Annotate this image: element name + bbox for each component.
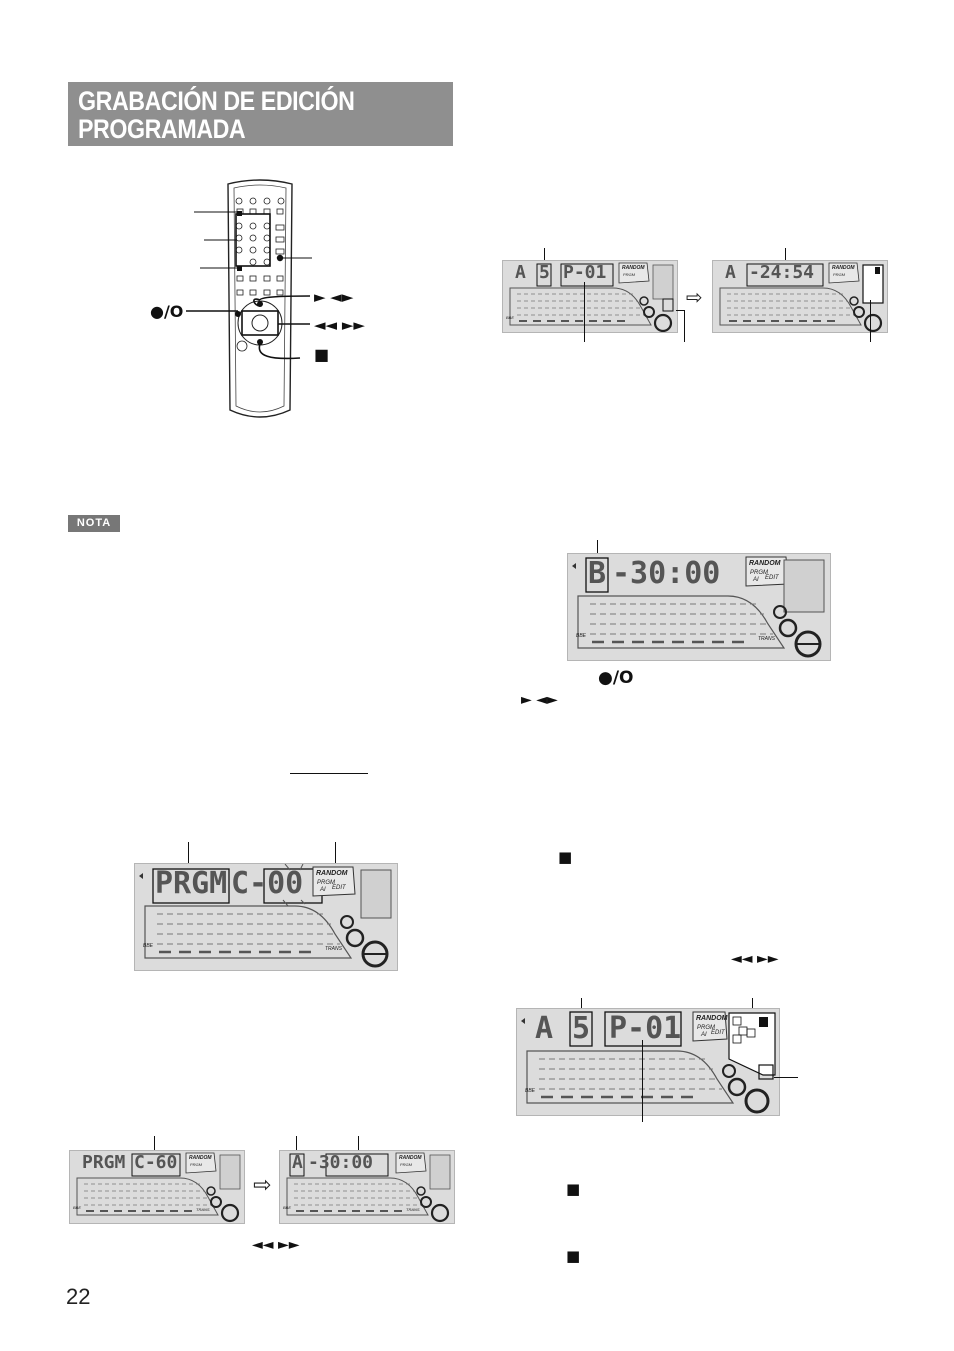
lcd-time-text: -30:00 xyxy=(308,1152,374,1173)
lcd-side-text: A xyxy=(725,262,736,283)
lcd-trans-label: TRANS xyxy=(758,636,775,642)
lcd-side-text: A xyxy=(535,1011,554,1046)
page-number: 22 xyxy=(66,1284,91,1309)
stop-symbol: ■ xyxy=(566,1180,581,1198)
lcd-random-label: RANDOM xyxy=(316,870,348,877)
lcd-track-number: 5 xyxy=(539,262,550,283)
leader-line xyxy=(870,300,871,342)
leader-line xyxy=(597,540,598,556)
lcd-display-side-a-time: A -30:00 RANDOM PRGM BBE TRANS xyxy=(279,1150,455,1224)
lcd-trans-label: TRANS xyxy=(406,1207,420,1212)
lcd-bbe-label: BBE xyxy=(73,1205,82,1210)
leader-line xyxy=(752,998,753,1012)
section-title-line-2: PROGRAMADA xyxy=(78,114,246,144)
leader-line xyxy=(581,998,582,1012)
lcd-random-label: RANDOM xyxy=(399,1155,422,1161)
lcd-side-text: A xyxy=(292,1152,303,1173)
seek-symbol: ◄◄ ►► xyxy=(314,316,365,334)
nota-badge: NOTA xyxy=(68,515,120,532)
lcd-bbe-label: BBE xyxy=(525,1088,536,1094)
leader-line xyxy=(335,842,336,866)
arrow-right-icon: ⇨ xyxy=(253,1173,272,1198)
lcd-program-text: P-01 xyxy=(563,262,607,283)
lcd-random-label: RANDOM xyxy=(696,1015,728,1022)
lcd-edit-label: EDIT xyxy=(765,575,779,581)
leader-line xyxy=(296,1136,297,1152)
stop-symbol: ■ xyxy=(566,1247,581,1265)
rec-pause-symbol: ●/O xyxy=(598,668,634,688)
play-symbol: ► ◄► xyxy=(314,288,354,306)
lcd-time-text: -24:54 xyxy=(749,262,815,283)
leader-line xyxy=(584,282,585,342)
lcd-prgm-label: PRGM xyxy=(190,1162,202,1167)
leader-line xyxy=(642,1040,643,1122)
lcd-random-label: RANDOM xyxy=(749,560,781,567)
leader-line xyxy=(676,310,684,311)
lcd-edit-label: EDIT xyxy=(332,885,346,891)
arrow-right-icon: ⇨ xyxy=(686,285,703,309)
lcd-display-side-b: B -30:00 RANDOM PRGM AI EDIT BBE TRANS xyxy=(567,553,831,661)
lcd-random-label: RANDOM xyxy=(832,265,855,271)
lcd-prgm-label: PRGM xyxy=(623,272,635,277)
seek-symbol: ◄◄ ►► xyxy=(731,951,779,967)
lcd-prgm-label: PRGM xyxy=(750,570,768,576)
lcd-prgm-label: PRGM xyxy=(317,880,335,886)
stop-symbol: ■ xyxy=(558,848,573,866)
remote-control-illustration xyxy=(150,178,370,428)
lcd-trans-label: TRANS xyxy=(325,946,342,952)
lcd-random-label: RANDOM xyxy=(622,265,645,271)
lcd-display-prgm-c60: PRGM C-60 RANDOM PRGM BBE TRANS xyxy=(69,1150,245,1224)
leader-line xyxy=(154,1136,155,1152)
underline-mark xyxy=(290,773,368,774)
rec-pause-symbol: ●/O xyxy=(150,302,184,321)
lcd-prgm-label: PRGM xyxy=(833,272,845,277)
lcd-display-prgm-large: PRGM C-00 RANDOM PRGM AI EDIT BBE TRANS xyxy=(134,863,398,971)
lcd-ai-label: AI xyxy=(320,887,326,893)
lcd-side-text: A xyxy=(515,262,526,283)
lcd-bbe-label: BBE xyxy=(506,315,515,320)
lcd-track-number: 5 xyxy=(572,1011,591,1046)
lcd-prgm-label: PRGM xyxy=(400,1162,412,1167)
lcd-program-text: P-01 xyxy=(609,1011,682,1046)
lcd-time-text: -30:00 xyxy=(612,556,721,591)
section-title-line-1: GRABACIÓN DE EDICIÓN xyxy=(78,86,355,116)
lcd-edit-label: EDIT xyxy=(711,1030,725,1036)
lcd-display-side-a-program: A 5 P-01 RANDOM PRGM BBE xyxy=(502,260,678,333)
lcd-random-label: RANDOM xyxy=(189,1155,212,1161)
leader-line xyxy=(188,842,189,864)
lcd-prgm-label: PRGM xyxy=(697,1025,715,1031)
lcd-counter-text: C-60 xyxy=(134,1152,178,1173)
stop-symbol: ■ xyxy=(314,345,330,364)
lcd-display-remaining-time: A -24:54 RANDOM PRGM xyxy=(712,260,888,333)
lcd-prgm-text: PRGM xyxy=(82,1152,126,1173)
seek-symbol: ◄◄ ►► xyxy=(252,1237,300,1253)
lcd-display-program-calendar: A 5 P-01 RANDOM PRGM AI EDIT BBE xyxy=(516,1008,780,1116)
lcd-bbe-label: BBE xyxy=(143,943,154,949)
leader-line xyxy=(785,248,786,262)
lcd-side-text: B xyxy=(588,556,607,591)
leader-line xyxy=(684,310,685,342)
lcd-bbe-label: BBE xyxy=(283,1205,292,1210)
lcd-bbe-label: BBE xyxy=(576,633,587,639)
remote-control-icon xyxy=(186,179,312,418)
lcd-prgm-text: PRGM xyxy=(155,866,228,901)
lcd-ai-label: AI xyxy=(701,1032,707,1038)
play-symbol: ► ◄► xyxy=(521,692,558,708)
leader-line xyxy=(774,1077,798,1078)
lcd-counter-text: C-00 xyxy=(231,866,304,901)
lcd-ai-label: AI xyxy=(753,577,759,583)
leader-line xyxy=(358,1136,359,1152)
leader-line xyxy=(544,248,545,262)
lcd-trans-label: TRANS xyxy=(196,1207,210,1212)
section-title-box: GRABACIÓN DE EDICIÓN PROGRAMADA xyxy=(68,82,453,146)
